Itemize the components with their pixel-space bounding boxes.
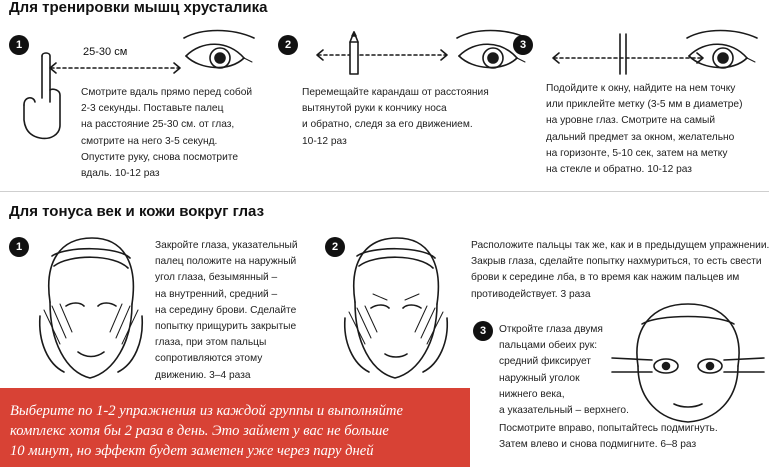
tip-banner: Выберите по 1-2 упражнения из каждой гру… xyxy=(0,388,470,467)
distance-arrow xyxy=(49,62,181,74)
step-number-badge: 2 xyxy=(325,237,345,257)
step-1-eyelid-description: Закройте глаза, указательный палец полож… xyxy=(155,240,298,381)
step-1-description: Смотрите вдаль прямо перед собой 2-3 сек… xyxy=(81,87,253,180)
tip-text: Выберите по 1-2 упражнения из каждой гру… xyxy=(10,403,403,459)
step-number-badge: 1 xyxy=(9,237,29,257)
step-3-eyelid-description: Откройте глаза двумя пальцами обеих рук:… xyxy=(499,324,629,417)
step-number-badge: 1 xyxy=(9,35,29,55)
eye-icon xyxy=(686,29,758,69)
step-number-badge: 3 xyxy=(513,35,533,55)
step-number-badge: 2 xyxy=(278,35,298,55)
distance-label: 25-30 см xyxy=(83,46,128,58)
face-fingers-illustration xyxy=(38,237,144,379)
finger-icon xyxy=(23,52,61,140)
window-mark-arrow-icon xyxy=(552,33,704,75)
step-2-description: Перемещайте карандаш от расстояния вытян… xyxy=(302,87,489,147)
step-2-eyelid-description: Расположите пальцы так же, как и в преды… xyxy=(471,240,769,300)
step-3-eyelid-extra-description: Посмотрите вправо, попытайтесь подмигнут… xyxy=(499,423,718,451)
step-3-description: Подойдите к окну, найдите на нем точку и… xyxy=(546,83,743,176)
section-heading-eyelids: Для тонуса век и кожи вокруг глаз xyxy=(9,203,265,220)
face-open-eyes-illustration xyxy=(611,303,765,423)
pencil-arrow-icon xyxy=(316,31,448,75)
face-frown-illustration xyxy=(343,237,449,379)
section-heading-lens: Для тренировки мышц хрусталика xyxy=(9,0,268,16)
section-divider xyxy=(0,191,769,192)
eye-icon xyxy=(183,29,255,69)
step-number-badge: 3 xyxy=(473,321,493,341)
